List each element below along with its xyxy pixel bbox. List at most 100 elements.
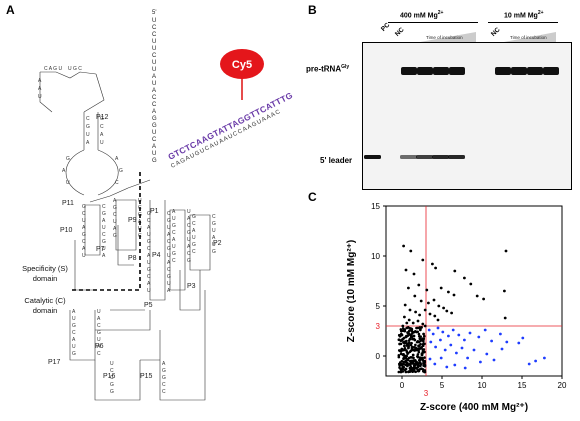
svg-text:C: C [110, 368, 114, 374]
svg-text:C: C [187, 251, 191, 257]
time-label-2: Time of incubation [510, 35, 547, 40]
svg-text:G: G [152, 123, 157, 129]
svg-text:C: C [187, 223, 191, 229]
svg-text:U: U [72, 344, 76, 350]
svg-text:G: G [172, 223, 176, 229]
svg-text:U: U [152, 81, 156, 87]
scatter-point-dense [414, 362, 418, 365]
scatter-point-blue [468, 331, 472, 335]
scatter-point-dense [416, 347, 420, 350]
svg-text:G: G [72, 323, 76, 329]
scatter-point-dense [399, 362, 403, 366]
svg-text:U: U [167, 225, 171, 231]
svg-text:U: U [147, 232, 151, 238]
row-pre-trna: pre-tRNAGly [306, 64, 350, 74]
scatter-point-black [442, 306, 445, 310]
svg-text:G: G [72, 351, 76, 357]
condition-1-bar [388, 22, 478, 23]
helix-p6: P6 [95, 343, 104, 350]
scatter-point-blue [543, 356, 546, 360]
svg-text:C: C [152, 53, 157, 59]
svg-text:G: G [66, 156, 70, 162]
scatter-point-dense [410, 346, 414, 350]
scatter-point-dense [399, 368, 403, 371]
leader-band [448, 155, 465, 159]
scatter-point-blue [457, 333, 461, 337]
scatter-point-black [403, 315, 406, 319]
scatter-point-blue [455, 351, 458, 355]
svg-text:G: G [167, 218, 171, 224]
scatter-point-dense [407, 370, 410, 374]
svg-text:U: U [100, 140, 104, 146]
scatter-point-blue [492, 358, 496, 362]
scatter-point-dense [407, 363, 411, 366]
svg-text:U: U [172, 244, 176, 250]
domain-s-line1: Specificity (S) [22, 264, 68, 273]
svg-text:C: C [152, 32, 157, 38]
svg-text:G: G [113, 233, 117, 239]
scatter-point-dense [399, 342, 403, 346]
scatter-point-dense [421, 350, 425, 354]
scatter-point-dense [406, 351, 410, 355]
svg-text:A: A [167, 260, 171, 266]
scatter-point-black [423, 324, 427, 328]
scatter-point-dense [413, 349, 416, 352]
svg-text:C: C [97, 351, 101, 357]
scatter-point-black [412, 272, 416, 276]
scatter-point-dense [404, 339, 408, 343]
svg-text:U: U [187, 237, 191, 243]
svg-text:C: C [72, 330, 76, 336]
svg-text:U: U [86, 132, 90, 138]
scatter-point-black [407, 286, 410, 290]
svg-text:G: G [152, 158, 157, 164]
svg-text:C: C [152, 102, 157, 108]
svg-text:U: U [72, 316, 76, 322]
scatter-point-black [452, 293, 456, 297]
scatter-point-blue [453, 363, 457, 367]
threshold-x-label: 3 [424, 389, 429, 398]
scatter-point-dense [406, 331, 409, 334]
x-tick-label: 10 [478, 381, 487, 390]
scatter-point-blue [441, 330, 445, 334]
svg-text:G: G [113, 205, 117, 211]
scatter-point-black [408, 308, 412, 312]
scatter-point-black [475, 294, 479, 298]
p12-region [39, 71, 151, 203]
helix-p10: P10 [60, 227, 73, 234]
pre-trna-band [543, 67, 559, 75]
scatter-point-dense [419, 358, 423, 361]
svg-text:G: G [187, 258, 191, 264]
helix-p1: P1 [150, 208, 159, 215]
svg-text:U: U [113, 219, 117, 225]
helix-p2: P2 [213, 240, 222, 247]
gel-bands [363, 43, 571, 189]
scatter-point-black [503, 289, 506, 293]
threshold-y-label: 3 [376, 322, 381, 331]
leader-band [416, 155, 433, 159]
svg-text:C: C [162, 389, 166, 395]
scatter-point-black [453, 269, 457, 273]
scatter-point-dense [409, 343, 413, 347]
svg-text:U: U [97, 309, 101, 315]
scatter-point-blue [451, 328, 455, 332]
pre-trna-band [495, 67, 511, 75]
svg-text:G: G [167, 246, 171, 252]
scatter-point-dense [397, 370, 401, 374]
svg-text:U: U [212, 242, 216, 248]
scatter-point-dense [417, 350, 421, 354]
svg-text:G: G [102, 239, 106, 245]
y-tick-label: 10 [371, 252, 380, 261]
scatter-point-dense [416, 330, 420, 334]
scatter-point-dense [403, 347, 407, 350]
svg-text:C: C [147, 246, 151, 252]
scatter-point-blue [472, 348, 476, 352]
scatter-point-black [411, 353, 415, 357]
scatter-point-blue [505, 340, 509, 344]
svg-text:A: A [113, 198, 117, 204]
svg-text:G: G [110, 382, 114, 388]
scatter-point-black [450, 311, 453, 315]
svg-text:A: A [86, 140, 90, 146]
scatter-point-blue [445, 365, 449, 369]
scatter-point-dense [423, 361, 426, 365]
scatter-point-blue [485, 352, 489, 356]
